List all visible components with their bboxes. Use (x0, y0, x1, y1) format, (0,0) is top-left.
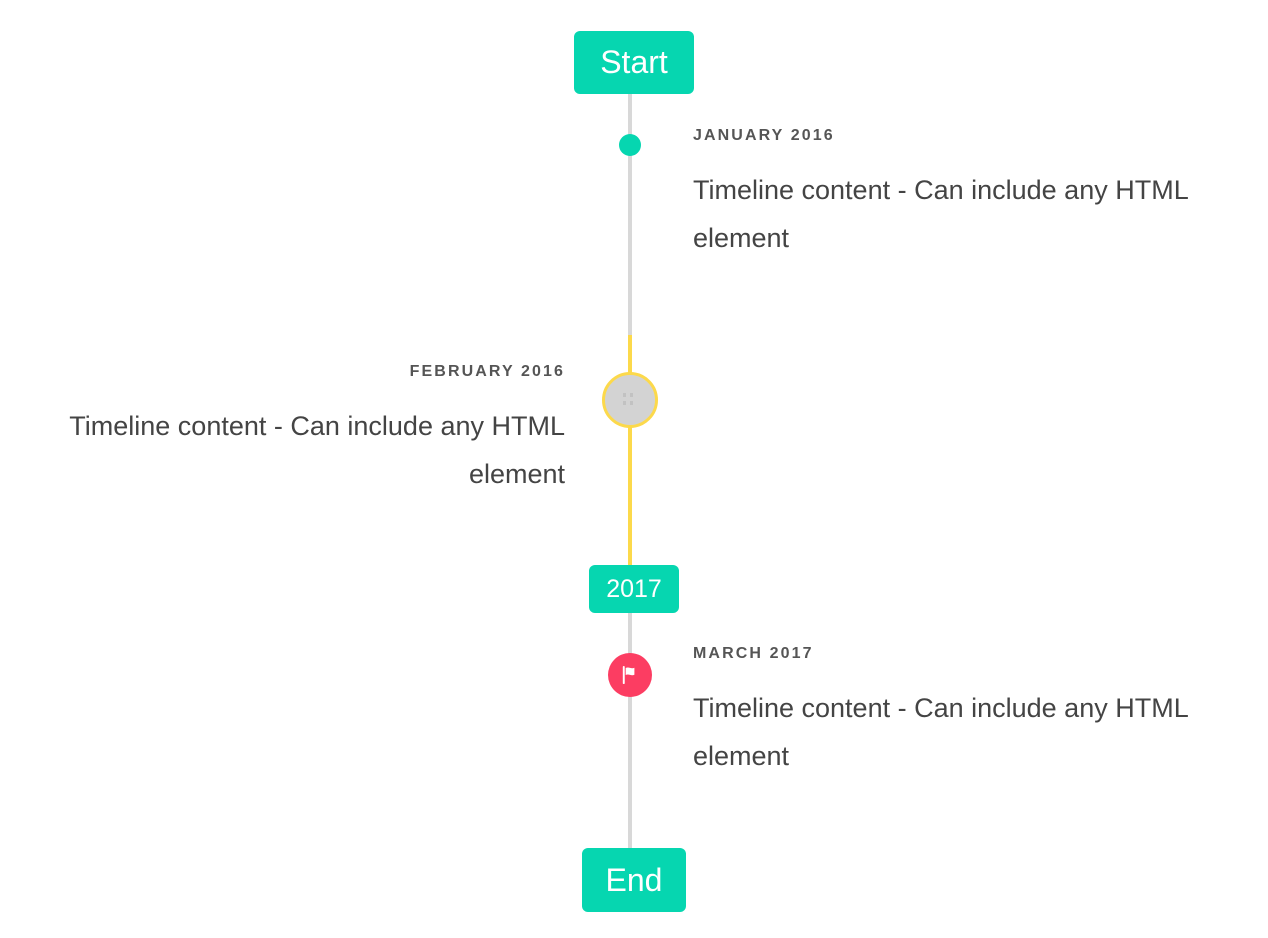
timeline-marker-ring-february[interactable] (602, 372, 658, 428)
timeline-axis-segment-yellow (628, 335, 632, 567)
timeline-year-badge[interactable]: 2017 (589, 565, 679, 613)
timeline-start-badge[interactable]: Start (574, 31, 694, 94)
timeline-year-badge-label: 2017 (606, 574, 662, 603)
timeline-event-body: MARCH 2017 Timeline content - Can includ… (693, 646, 1218, 780)
timeline-end-badge-label: End (605, 861, 663, 898)
timeline-marker-flag-march[interactable] (608, 653, 652, 697)
timeline-marker-dot-january[interactable] (619, 134, 641, 156)
timeline-event-body: JANUARY 2016 Timeline content - Can incl… (693, 128, 1218, 262)
timeline-axis-segment-gray-bottom (628, 611, 632, 851)
timeline-event-text: Timeline content - Can include any HTML … (693, 175, 1188, 254)
flag-icon (622, 665, 635, 685)
timeline-axis-segment-gray-top (628, 93, 632, 337)
timeline-event-date: MARCH 2017 (693, 645, 814, 662)
missing-image-icon (623, 393, 637, 407)
timeline-event-date: JANUARY 2016 (693, 127, 835, 144)
timeline-event-date: FEBRUARY 2016 (409, 363, 565, 380)
timeline-event-text: Timeline content - Can include any HTML … (69, 411, 565, 490)
timeline-end-badge[interactable]: End (582, 848, 686, 912)
timeline-event-body: FEBRUARY 2016 Timeline content - Can inc… (40, 364, 565, 498)
timeline-start-badge-label: Start (600, 44, 668, 80)
timeline-event-text: Timeline content - Can include any HTML … (693, 693, 1188, 772)
